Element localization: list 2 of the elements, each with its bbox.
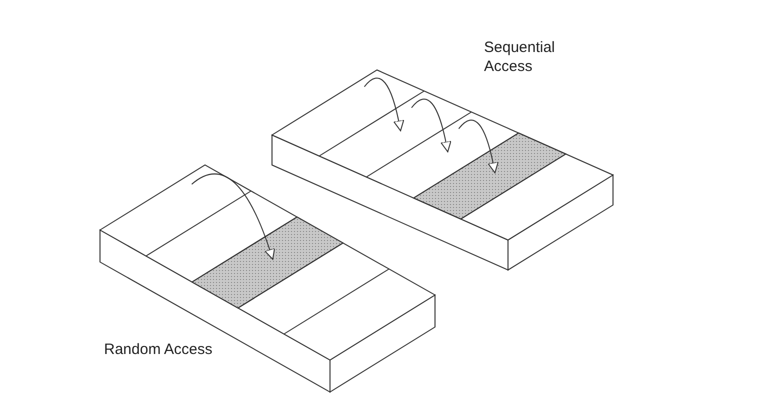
caption-text: Sequential Access: [484, 38, 556, 76]
caption-text: Random Access: [104, 340, 214, 359]
